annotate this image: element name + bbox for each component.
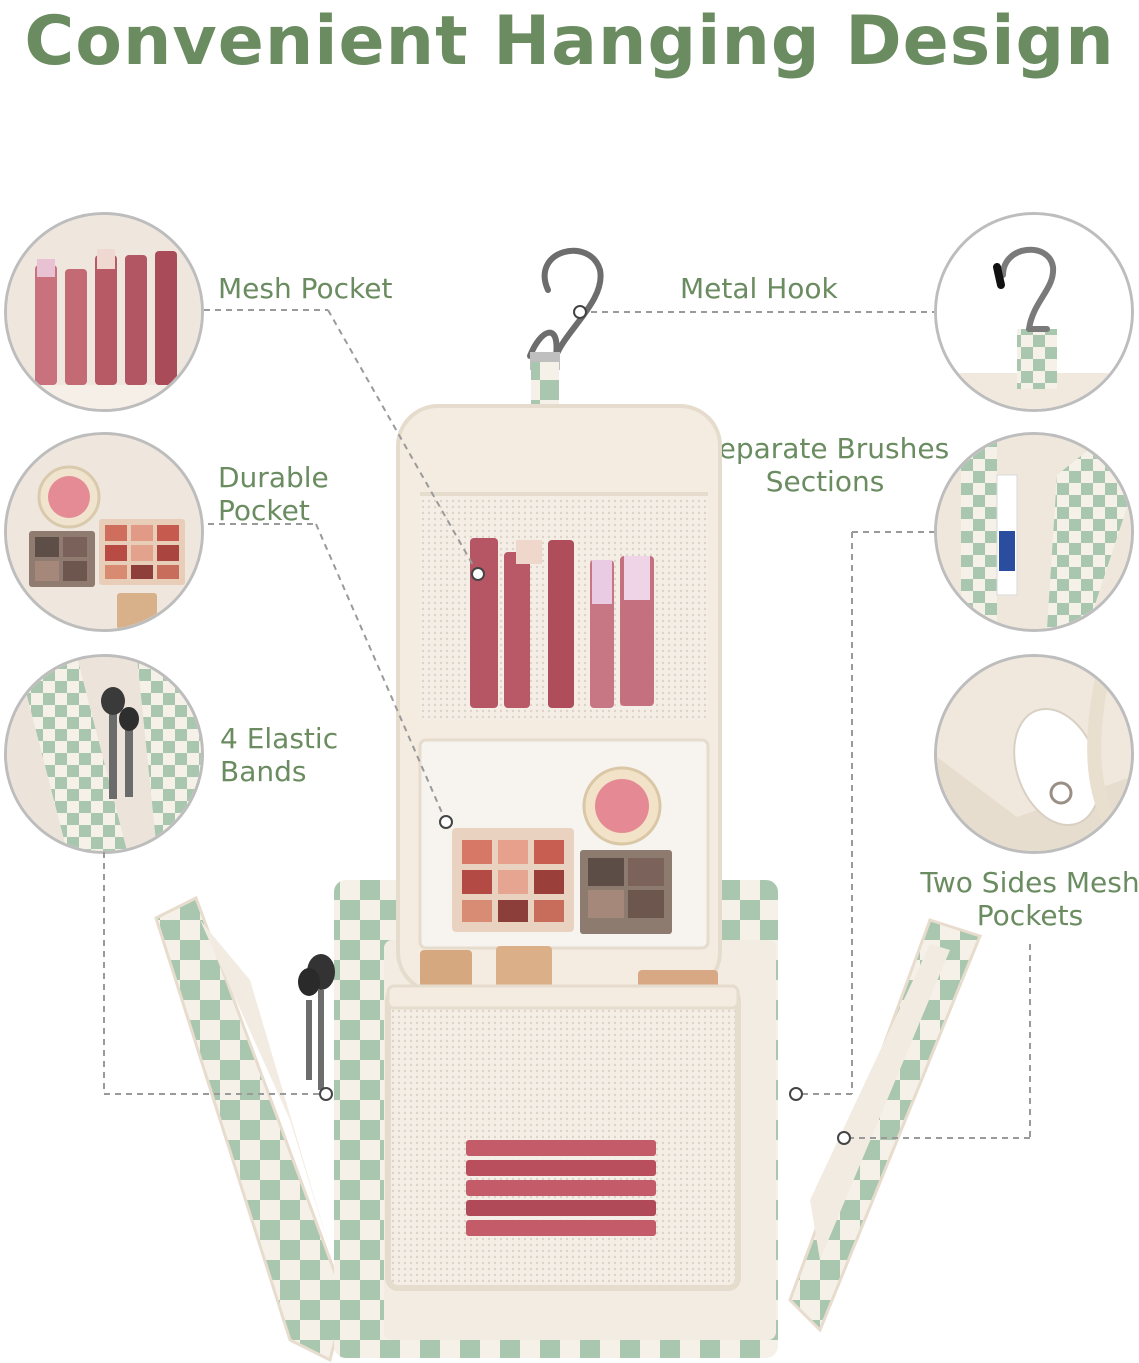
label-mesh-pocket-text: Mesh Pocket <box>218 272 393 305</box>
detail-circle-elastic-bands <box>4 654 204 854</box>
makeup-brush-icon <box>298 954 335 1090</box>
label-brushes-line1: Separate Brushes <box>700 432 950 465</box>
blush-compact-icon <box>37 465 101 529</box>
leader-lines <box>103 309 1031 1139</box>
makeup-brush-icon <box>101 687 139 799</box>
eyeshadow-palette-icon <box>452 828 672 934</box>
label-brushes-line2: Sections <box>765 465 885 498</box>
label-elastic-bands: 4 Elastic Bands <box>220 722 338 788</box>
lipgloss-icon <box>466 1140 656 1236</box>
detail-circle-brushes-sections <box>934 432 1134 632</box>
label-elastic-bands-line2: Bands <box>220 755 307 788</box>
label-side-mesh-line1: Two Sides Mesh <box>920 866 1139 899</box>
detail-circle-mesh-pocket <box>4 212 204 412</box>
lipgloss-icon <box>7 215 201 409</box>
detail-circle-side-mesh <box>934 654 1134 854</box>
blush-compact-icon <box>582 766 662 846</box>
label-elastic-bands-line1: 4 Elastic <box>220 722 339 755</box>
page-title: Convenient Hanging Design <box>24 2 1115 81</box>
leader-dots <box>319 305 851 1145</box>
lipgloss-icon <box>470 538 654 708</box>
eyeshadow-palette-icon <box>29 519 185 587</box>
hook-icon <box>527 247 604 359</box>
label-durable-pocket-line2: Pocket <box>218 494 310 527</box>
detail-circle-metal-hook <box>934 212 1134 412</box>
label-durable-pocket: Durable Pocket <box>218 461 329 527</box>
label-mesh-pocket: Mesh Pocket <box>218 272 392 305</box>
label-metal-hook: Metal Hook <box>680 272 838 305</box>
label-side-mesh: Two Sides Mesh Pockets <box>905 866 1139 932</box>
hook-icon <box>993 246 1057 332</box>
label-metal-hook-text: Metal Hook <box>680 272 838 305</box>
label-durable-pocket-line1: Durable <box>218 461 329 494</box>
label-brushes-sections: Separate Brushes Sections <box>690 432 960 498</box>
label-side-mesh-line2: Pockets <box>976 899 1084 932</box>
detail-circle-durable-pocket <box>4 432 204 632</box>
